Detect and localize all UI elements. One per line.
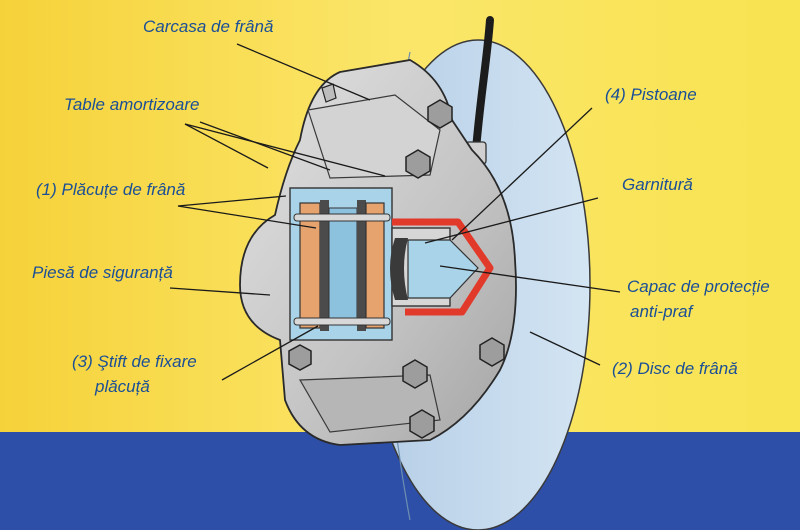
label-table-amortizoare: Table amortizoare	[64, 95, 199, 114]
label-carcasa: Carcasa de frână	[143, 17, 273, 36]
label-capac-line2: anti-praf	[630, 302, 695, 321]
caliper-bolts	[288, 99, 505, 439]
brake-pad-right	[365, 202, 385, 329]
label-pistoane: (4) Pistoane	[605, 85, 697, 104]
leader-lines	[169, 43, 621, 381]
damper-plate	[328, 207, 358, 321]
label-stift-line2: plăcuță	[94, 377, 150, 396]
dust-cover	[392, 218, 494, 316]
small-clip	[321, 83, 337, 103]
brake-hose	[472, 16, 494, 154]
label-placute: (1) Plăcuțe de frână	[36, 180, 185, 199]
label-capac-line1: Capac de protecție	[627, 277, 770, 296]
pad-backplate-right	[357, 200, 366, 331]
piston-head	[407, 239, 479, 299]
label-stift-line1: (3) Ştift de fixare	[72, 352, 197, 371]
label-garnitura: Garnitură	[622, 175, 693, 194]
label-disc: (2) Disc de frână	[612, 359, 738, 378]
pad-backplate-left	[320, 200, 329, 331]
piston-seal	[390, 238, 408, 300]
retaining-pin-top	[293, 213, 391, 222]
retaining-pin-bottom	[293, 317, 391, 326]
caliper-lower-face	[298, 374, 441, 433]
brake-pad-left	[299, 202, 321, 329]
label-piesa-siguranta: Piesă de siguranță	[32, 263, 173, 282]
